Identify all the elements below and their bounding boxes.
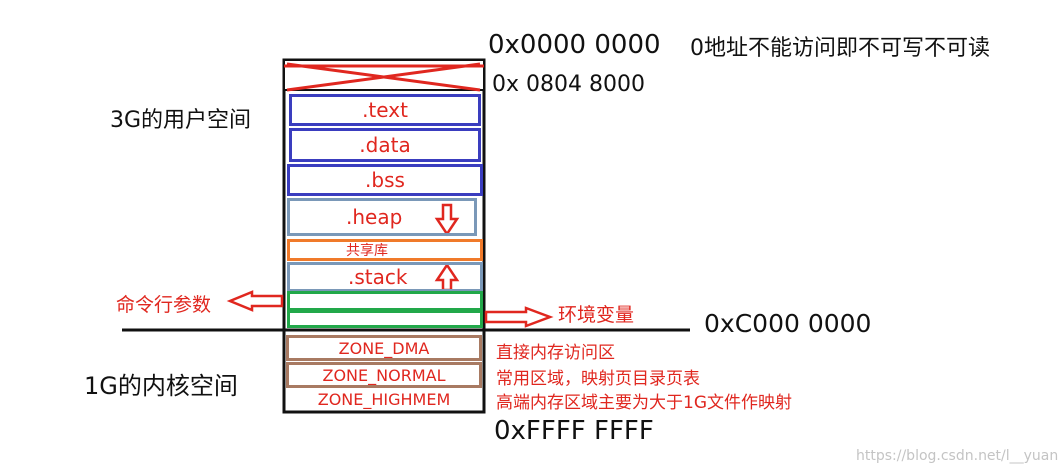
address-top: 0x0000 0000 [488, 30, 661, 60]
address-code-start: 0x 0804 8000 [492, 72, 645, 97]
user-space-label: 3G的用户空间 [110, 108, 252, 133]
segment-env [287, 310, 483, 328]
zone-normal-desc: 常用区域，映射页目录页表 [496, 369, 700, 389]
heap-grow-down-arrow [434, 203, 460, 237]
zone-highmem: ZONE_HIGHMEM [317, 389, 451, 409]
zone-dma-desc: 直接内存访问区 [496, 343, 615, 363]
env-arrow [484, 306, 554, 328]
null-address-note: 0地址不能访问即不可写不可读 [690, 36, 990, 61]
zone-highmem-desc: 高端内存区域主要为大于1G文件作映射 [496, 393, 792, 413]
address-end: 0xFFFF FFFF [494, 416, 654, 446]
kernel-space-label: 1G的内核空间 [84, 372, 238, 400]
segment-data: .data [289, 128, 481, 162]
segment-stack: .stack [287, 262, 483, 292]
zone-normal: ZONE_NORMAL [286, 362, 482, 388]
cross-line-b [286, 62, 481, 92]
cmdline-args-label: 命令行参数 [116, 294, 212, 316]
segment-text: .text [289, 94, 481, 126]
stack-grow-up-arrow [434, 262, 460, 292]
segment-heap: .heap [287, 198, 477, 236]
watermark: https://blog.csdn.net/l__yuan [856, 448, 1059, 464]
segment-bss: .bss [287, 164, 483, 196]
segment-cmdline [287, 291, 483, 311]
segment-shared-lib: 共享库 [287, 239, 483, 261]
address-kernel-start: 0xC000 0000 [704, 309, 872, 338]
env-vars-label: 环境变量 [558, 304, 635, 326]
zone-dma: ZONE_DMA [286, 335, 482, 361]
cmdline-arrow [226, 290, 284, 312]
